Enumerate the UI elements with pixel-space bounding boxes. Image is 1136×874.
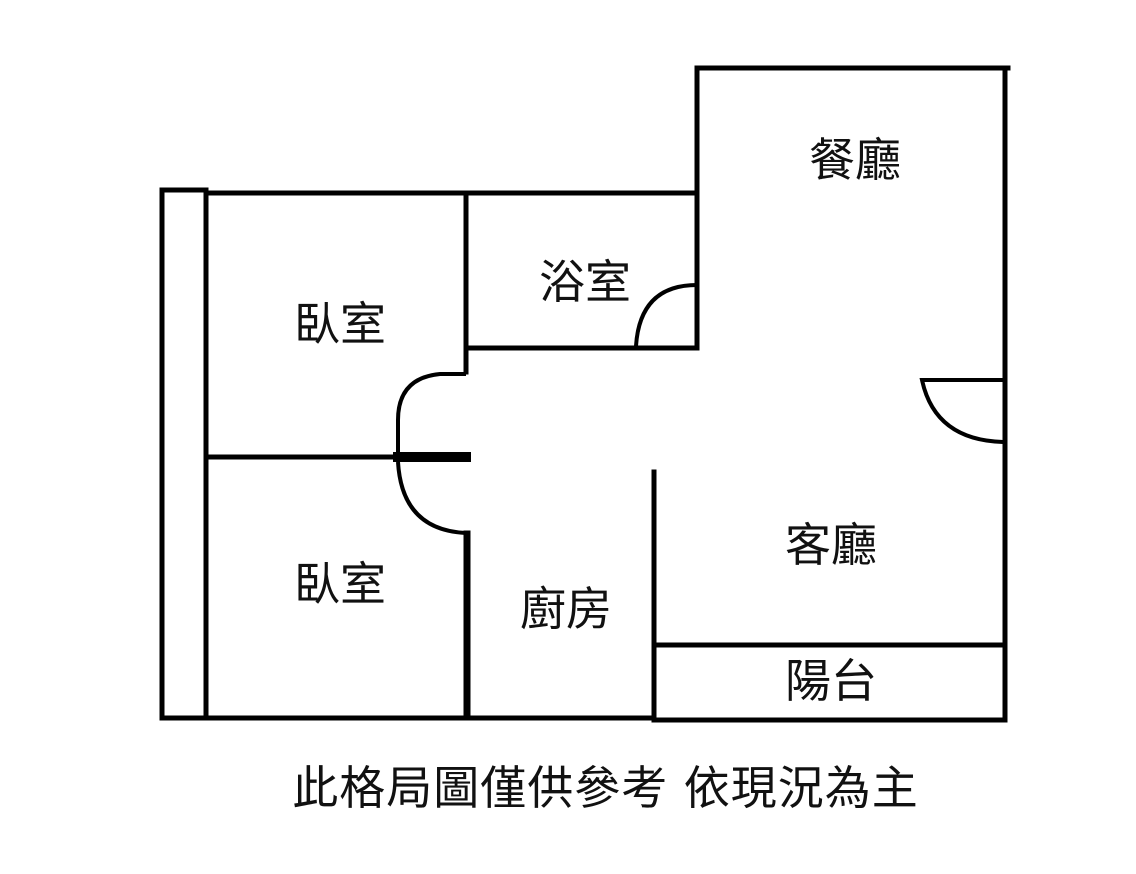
room-label-bedroom-bottom: 臥室 [294, 557, 386, 611]
entry-door-swing [919, 378, 1004, 444]
bedroom-top-door-swing [396, 372, 466, 455]
room-label-kitchen: 廚房 [520, 582, 612, 636]
bathroom-door-swing [634, 283, 698, 347]
room-label-dining: 餐廳 [809, 133, 901, 187]
left-strip-wall [159, 187, 209, 721]
room-label-living: 客廳 [785, 518, 877, 572]
room-label-balcony: 陽台 [785, 654, 877, 708]
disclaimer-note: 此格局圖僅供參考 依現況為主 [292, 761, 919, 815]
room-label-bathroom: 浴室 [539, 255, 631, 309]
bedroom-bottom-door-swing [396, 461, 467, 535]
room-label-bedroom-top: 臥室 [294, 297, 386, 351]
